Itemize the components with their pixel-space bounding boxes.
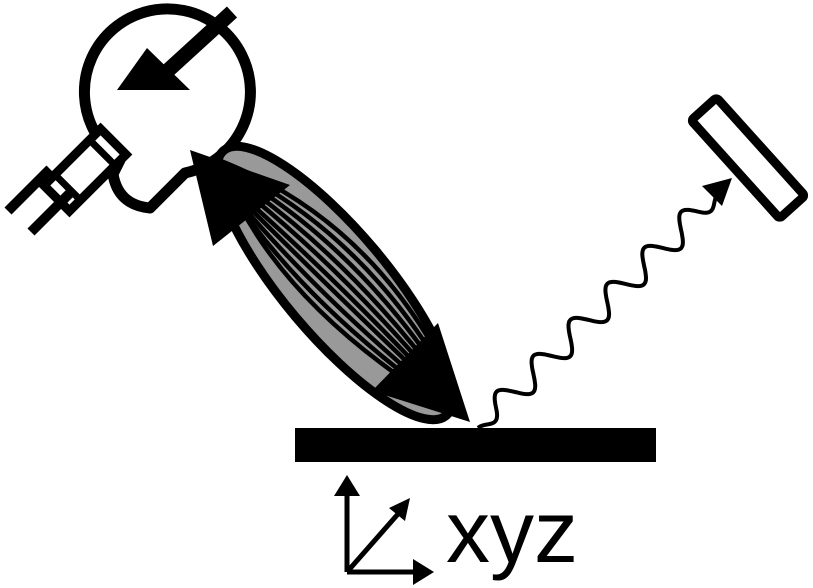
focusing-capillary-optic-icon [184,117,486,449]
xyz-axes-icon [334,475,434,585]
axis-label: xyz [446,482,578,581]
detector-icon [691,98,805,219]
sample-stage-icon [295,428,656,462]
wavy-emission-arrow-icon [478,178,732,428]
